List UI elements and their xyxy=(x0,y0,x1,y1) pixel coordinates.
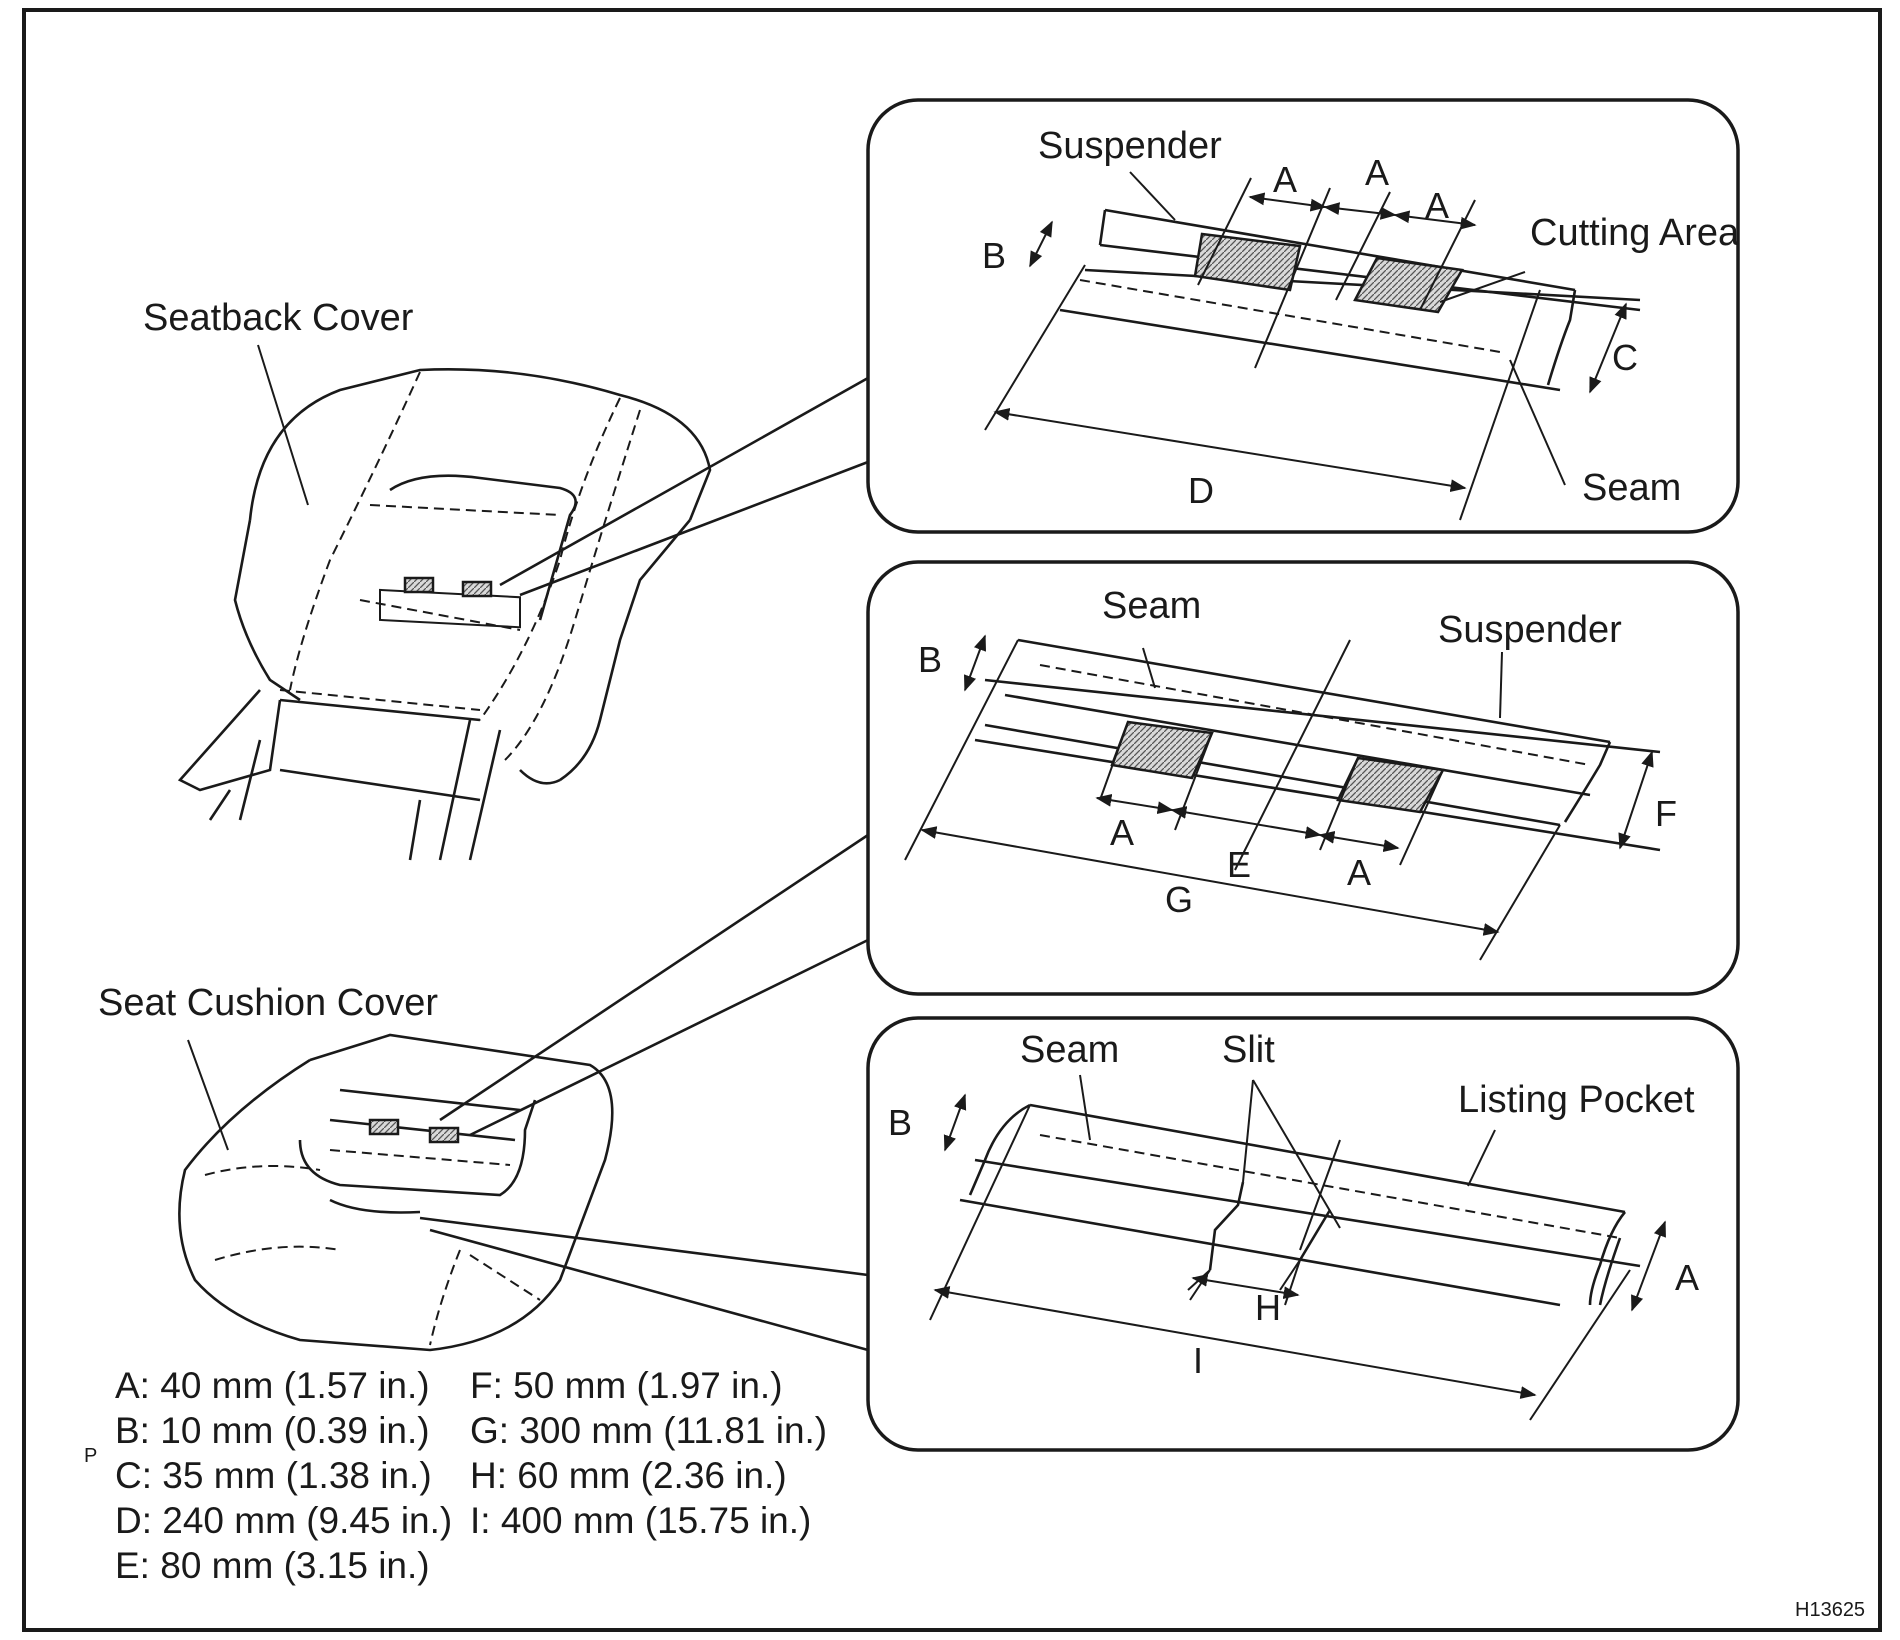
spec-d: D: 240 mm (9.45 in.) xyxy=(115,1500,452,1541)
dim-b: B xyxy=(982,235,1006,276)
label-cutting-area: Cutting Area xyxy=(1530,212,1740,254)
figure-border xyxy=(22,8,1882,1632)
label-seam: Seam xyxy=(1020,1029,1119,1071)
seatback-cover-leader xyxy=(257,344,309,506)
spec-e: E: 80 mm (3.15 in.) xyxy=(115,1545,430,1586)
seatback-cover-illustration xyxy=(177,367,712,861)
dimension-spec-list: A: 40 mm (1.57 in.) B: 10 mm (0.39 in.) … xyxy=(84,1365,827,1586)
label-slit: Slit xyxy=(1222,1029,1275,1071)
margin-mark: P xyxy=(84,1445,97,1467)
dim-g: G xyxy=(1165,879,1193,920)
dim-a: A xyxy=(1425,185,1449,226)
dim-b: B xyxy=(888,1102,912,1143)
dim-a: A xyxy=(1110,812,1134,853)
detail-panel-seatback: Suspender Cutting Area Seam A A A B C D xyxy=(866,98,1740,534)
label-seam: Seam xyxy=(1102,585,1201,627)
dim-h: H xyxy=(1255,1287,1281,1328)
dim-d: D xyxy=(1188,470,1214,511)
spec-f: F: 50 mm (1.97 in.) xyxy=(470,1365,783,1406)
dim-i: I xyxy=(1193,1340,1203,1381)
seat-cushion-cover-leader xyxy=(187,1039,229,1151)
label-seatback-cover: Seatback Cover xyxy=(143,297,414,339)
spec-i: I: 400 mm (15.75 in.) xyxy=(470,1500,811,1541)
dim-a: A xyxy=(1273,159,1297,200)
dim-b: B xyxy=(918,639,942,680)
label-suspender: Suspender xyxy=(1038,125,1222,167)
figure-code: H13625 xyxy=(1795,1599,1865,1621)
spec-h: H: 60 mm (2.36 in.) xyxy=(470,1455,787,1496)
spec-c: C: 35 mm (1.38 in.) xyxy=(115,1455,432,1496)
spec-b: B: 10 mm (0.39 in.) xyxy=(115,1410,430,1451)
label-listing-pocket: Listing Pocket xyxy=(1458,1079,1695,1121)
dim-a: A xyxy=(1675,1257,1699,1298)
detail-panel-cushion-rear: Seam Slit Listing Pocket B H A I xyxy=(866,1016,1740,1452)
dim-e: E xyxy=(1227,844,1251,885)
seat-cushion-cover-illustration xyxy=(178,1033,614,1352)
dim-a: A xyxy=(1365,152,1389,193)
spec-a: A: 40 mm (1.57 in.) xyxy=(115,1365,430,1406)
label-suspender: Suspender xyxy=(1438,609,1622,651)
dim-c: C xyxy=(1612,337,1638,378)
detail-panel-cushion-front: Seam Suspender B A E A F G xyxy=(866,560,1740,996)
dim-a: A xyxy=(1347,852,1371,893)
label-seam: Seam xyxy=(1582,467,1681,509)
callout-leaders xyxy=(419,376,869,1352)
label-seat-cushion-cover: Seat Cushion Cover xyxy=(98,982,438,1024)
spec-g: G: 300 mm (11.81 in.) xyxy=(470,1410,827,1451)
dim-f: F xyxy=(1655,793,1677,834)
